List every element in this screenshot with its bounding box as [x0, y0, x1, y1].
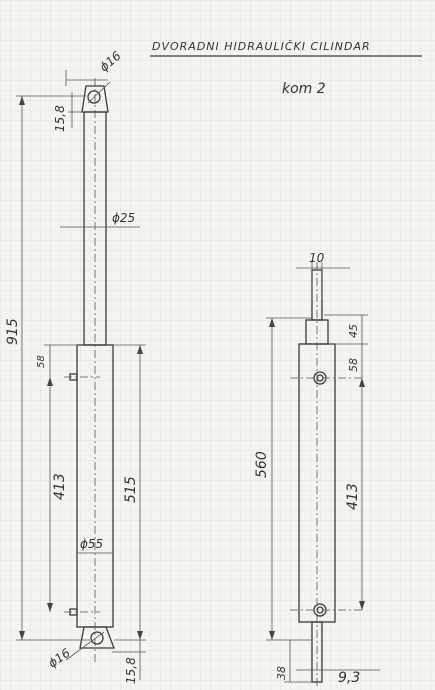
dim-right-port-offset: 58: [347, 358, 360, 372]
dim-rod-width: 10: [309, 251, 325, 265]
dim-total-length: 915: [5, 318, 21, 345]
arrow-barrel-bottom: [137, 631, 143, 640]
quantity-note: kom 2: [282, 81, 326, 97]
dim-bottom-offset: 38: [275, 666, 288, 680]
arrow-body-bottom: [269, 631, 275, 640]
drawing-title: DVORADNI HIDRAULIČKI CILINDAR: [152, 40, 371, 53]
dim-rod-protrusion: 45: [347, 324, 360, 338]
arrow-port-spacing-top: [47, 377, 53, 386]
dim-right-port-spacing: 413: [345, 483, 361, 510]
right-cylinder-view: 10 45 58 560 413 38 9,3: [254, 251, 380, 686]
arrow-barrel-top: [137, 345, 143, 354]
arrow-port-spacing-bottom: [47, 603, 53, 612]
dim-barrel-length: 515: [123, 476, 139, 503]
bottom-eye: [79, 626, 115, 649]
title-block: DVORADNI HIDRAULIČKI CILINDAR kom 2: [150, 40, 422, 97]
top-eye-hole: [87, 90, 101, 104]
dim-body-length: 560: [254, 451, 270, 478]
arrow-total-bottom: [19, 631, 25, 640]
dim-eye-length-top: 15,8: [53, 105, 67, 132]
dim-bottom-width: 9,3: [338, 670, 360, 686]
dim-port-spacing: 413: [52, 473, 68, 500]
bottom-eye-hole: [90, 631, 104, 645]
leader-eye-bottom: [65, 631, 105, 661]
dim-port-offset: 58: [36, 355, 47, 368]
dim-eye-length-bottom: 15,8: [124, 657, 138, 684]
left-cylinder-view: ϕ16 15,8 ϕ25 915 58 413 515 ϕ55: [5, 48, 146, 684]
dim-barrel-diameter: ϕ55: [80, 537, 103, 551]
arrow-body-top: [269, 318, 275, 327]
arrow-total-top: [19, 96, 25, 105]
arrow-right-spacing-top: [359, 378, 365, 387]
dim-rod-diameter: ϕ25: [112, 211, 135, 225]
arrow-right-spacing-bottom: [359, 601, 365, 610]
leader-eye-top: [87, 81, 111, 104]
